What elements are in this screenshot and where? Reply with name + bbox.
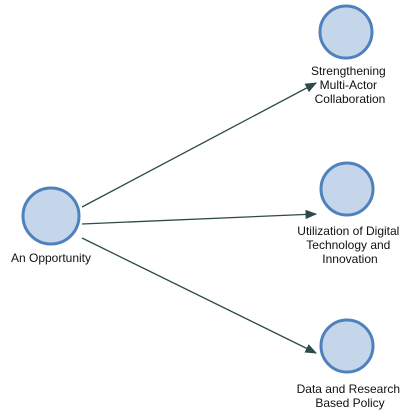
node-opportunity[interactable]: An Opportunity	[11, 186, 91, 265]
node-digital-circle[interactable]	[319, 161, 375, 217]
edge-opportunity-to-digital	[81, 209, 318, 225]
node-policy-label: Data and Research Based Policy	[297, 382, 404, 410]
node-policy[interactable]: Data and Research Based Policy	[297, 318, 404, 410]
node-collaboration-label-line-1: Strengthening	[311, 64, 386, 78]
edge-opportunity-to-policy	[81, 237, 318, 354]
edge-opportunity-to-collaboration	[81, 82, 318, 208]
node-opportunity-label-line-1: An Opportunity	[11, 251, 91, 265]
node-collaboration-label-line-2: Multi-Actor	[320, 78, 377, 92]
node-policy-circle[interactable]	[319, 318, 375, 374]
node-collaboration-circle[interactable]	[318, 4, 374, 60]
edges	[81, 82, 318, 354]
node-digital-label-line-1: Utilization of Digital	[297, 224, 399, 238]
node-digital-label: Utilization of Digital Technology and In…	[297, 224, 402, 266]
node-digital-label-line-3: Innovation	[322, 252, 377, 266]
node-digital[interactable]: Utilization of Digital Technology and In…	[297, 161, 402, 266]
node-opportunity-label: An Opportunity	[11, 251, 91, 265]
node-collaboration[interactable]: Strengthening Multi-Actor Collaboration	[311, 4, 389, 106]
node-digital-label-line-2: Technology and	[306, 238, 390, 252]
node-policy-label-line-2: Based Policy	[315, 396, 384, 410]
node-collaboration-label: Strengthening Multi-Actor Collaboration	[311, 64, 389, 106]
node-policy-label-line-1: Data and Research	[297, 382, 400, 396]
node-collaboration-label-line-3: Collaboration	[315, 92, 386, 106]
node-opportunity-circle[interactable]	[21, 186, 81, 246]
